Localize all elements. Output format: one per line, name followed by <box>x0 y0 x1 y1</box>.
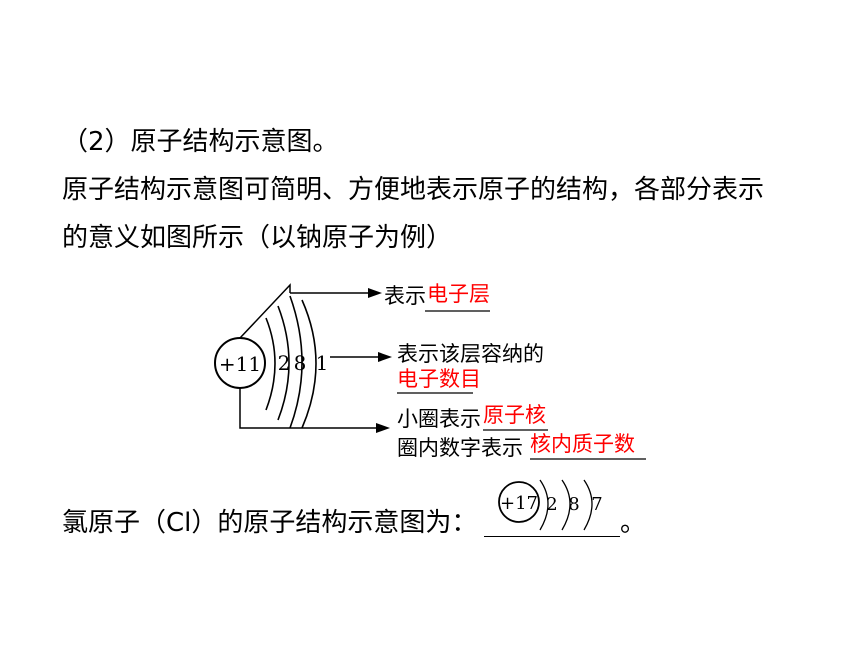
label-4-answer: 核内质子数 <box>530 432 635 456</box>
period: 。 <box>620 508 647 538</box>
nucleus-charge: +11 <box>219 352 261 376</box>
shell-arc-1 <box>265 317 276 411</box>
label-2-prefix: 表示该层容纳的 <box>397 342 544 366</box>
arrowhead-2 <box>378 352 392 362</box>
answer-shell-arc-3 <box>583 479 593 531</box>
question-line: 氯原子（Cl）的原子结构示意图为： <box>62 508 478 538</box>
shell-arc-3 <box>289 295 303 429</box>
shell-count-1: 2 <box>278 351 291 375</box>
arrowhead-3 <box>376 423 390 433</box>
pointer-line-3 <box>239 388 378 429</box>
shell-count-3: 1 <box>316 351 329 375</box>
answer-shell-count-1: 2 <box>546 494 557 515</box>
shell-arc-2 <box>277 305 290 421</box>
answer-shell-arc-2 <box>561 479 571 531</box>
answer-underline <box>484 536 620 537</box>
answer-nucleus-circle <box>498 481 540 523</box>
arrowhead-1 <box>368 288 382 298</box>
paragraph-line-2: 的意义如图所示（以钠原子为例） <box>62 223 453 253</box>
label-4-prefix: 圈内数字表示 <box>397 436 523 460</box>
subheading: （2）原子结构示意图。 <box>62 127 339 157</box>
shell-arc-4 <box>301 299 317 429</box>
label-1-answer: 电子层 <box>427 282 490 306</box>
answer-shell-count-2: 8 <box>568 494 579 515</box>
label-2-answer: 电子数目 <box>397 367 481 391</box>
label-3-answer: 原子核 <box>483 403 546 427</box>
pointer-lead-1 <box>239 283 291 339</box>
paragraph-line-1: 原子结构示意图可简明、方便地表示原子的结构，各部分表示 <box>62 175 765 205</box>
shell-count-2: 8 <box>294 351 307 375</box>
answer-shell-count-3: 7 <box>591 494 602 515</box>
answer-nucleus-charge: +17 <box>500 493 538 514</box>
answer-shell-arc-1 <box>539 479 549 531</box>
label-1-prefix: 表示 <box>384 284 426 308</box>
label-3-prefix: 小圈表示 <box>397 407 481 431</box>
